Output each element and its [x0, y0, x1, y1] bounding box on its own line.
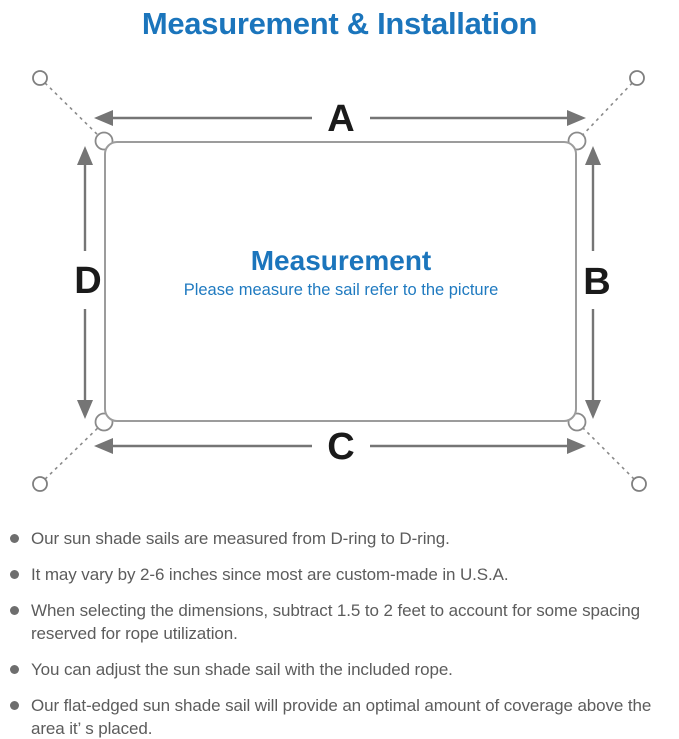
list-item: Our sun shade sails are measured from D-…	[10, 527, 671, 550]
diagram-center-subtitle: Please measure the sail refer to the pic…	[184, 281, 499, 299]
list-item: You can adjust the sun shade sail with t…	[10, 658, 671, 681]
bullet-icon	[10, 570, 19, 579]
shade-sail-outline	[104, 141, 577, 422]
page-title: Measurement & Installation	[141, 6, 538, 41]
bullet-icon	[10, 665, 19, 674]
anchor-point-icon	[32, 70, 48, 86]
rope-line	[39, 77, 106, 143]
list-item: It may vary by 2-6 inches since most are…	[10, 563, 671, 586]
diagram-center-title: Measurement	[251, 245, 432, 276]
rope-line	[575, 77, 638, 143]
dimension-arrow-bottom	[94, 438, 586, 454]
anchor-point-icon	[32, 476, 48, 492]
dimension-arrow-left	[77, 146, 93, 419]
notes-list: Our sun shade sails are measured from D-…	[0, 527, 679, 739]
note-text: Our flat-edged sun shade sail will provi…	[31, 696, 652, 738]
dimension-arrow-top	[94, 110, 586, 126]
list-item: Our flat-edged sun shade sail will provi…	[10, 694, 671, 739]
anchor-point-icon	[631, 476, 647, 492]
anchor-point-icon	[629, 70, 645, 86]
dimension-arrow-right	[585, 146, 601, 419]
bullet-icon	[10, 534, 19, 543]
note-text: Our sun shade sails are measured from D-…	[31, 529, 450, 548]
dimension-label-a: A	[327, 98, 354, 140]
bullet-icon	[10, 606, 19, 615]
dimension-label-b: B	[583, 261, 610, 303]
dimension-label-c: C	[327, 426, 354, 468]
measurement-diagram: A C D B	[0, 61, 679, 521]
rope-line	[575, 420, 640, 485]
list-item: When selecting the dimensions, subtract …	[10, 599, 671, 645]
note-text: When selecting the dimensions, subtract …	[31, 601, 640, 643]
rope-line	[39, 420, 106, 485]
bullet-icon	[10, 701, 19, 710]
note-text: It may vary by 2-6 inches since most are…	[31, 565, 509, 584]
note-text: You can adjust the sun shade sail with t…	[31, 660, 453, 679]
dimension-label-d: D	[74, 260, 101, 302]
